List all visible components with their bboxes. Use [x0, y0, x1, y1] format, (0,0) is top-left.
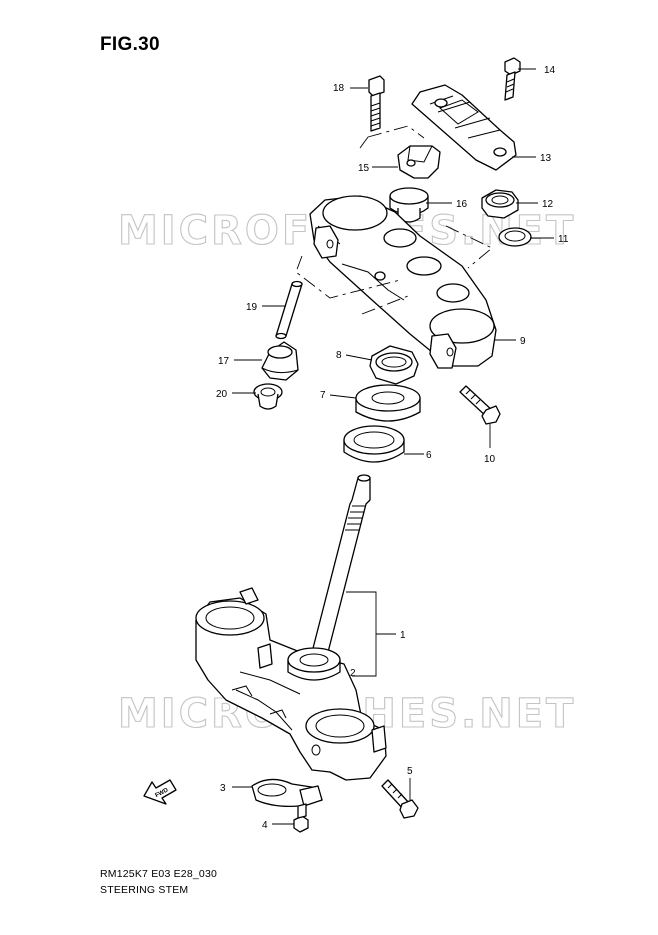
callout-4: 4 — [262, 820, 268, 831]
part-15-lower-holder[interactable] — [397, 145, 441, 179]
part-20-collar[interactable] — [253, 383, 283, 410]
callout-15: 15 — [358, 163, 370, 174]
part-6-bearing[interactable] — [343, 425, 405, 463]
callout-16: 16 — [456, 199, 468, 210]
part-7-dust-seal[interactable] — [355, 384, 421, 422]
figure-title: FIG.30 — [100, 34, 160, 55]
caption-code: RM125K7 E03 E28_030 — [100, 868, 218, 880]
leader-lines — [232, 68, 554, 825]
part-12-stem-nut[interactable] — [481, 189, 519, 219]
part-8-lock-nut[interactable] — [369, 345, 419, 385]
callout-14: 14 — [544, 65, 556, 76]
part-11-washer[interactable] — [498, 227, 532, 247]
callout-3: 3 — [220, 783, 226, 794]
caption-name: STEERING STEM — [100, 884, 189, 896]
alignment-lines — [295, 125, 493, 315]
part-10-bolt[interactable] — [459, 385, 501, 425]
part-4-bolt[interactable] — [293, 803, 309, 833]
callout-1: 1 — [400, 630, 406, 641]
part-9-upper-bracket[interactable] — [309, 195, 497, 369]
callout-20: 20 — [216, 389, 228, 400]
callout-8: 8 — [336, 350, 342, 361]
callout-11: 11 — [558, 234, 569, 245]
callout-2: 2 — [350, 668, 356, 679]
part-3-clamp[interactable] — [251, 778, 323, 808]
callout-18: 18 — [333, 83, 345, 94]
part-18-bolt[interactable] — [368, 75, 385, 132]
callout-5: 5 — [407, 766, 413, 777]
callout-6: 6 — [426, 450, 432, 461]
part-19-pipe[interactable] — [275, 280, 303, 340]
fwd-arrow-icon: FWD — [143, 779, 177, 805]
part-2-lower-bearing[interactable] — [287, 647, 341, 681]
callout-19: 19 — [246, 302, 258, 313]
callouts: 18 14 13 15 16 12 11 9 19 17 20 8 7 6 10… — [216, 65, 569, 831]
part-16-cushion[interactable] — [389, 187, 429, 223]
callout-17: 17 — [218, 356, 230, 367]
callout-7: 7 — [320, 390, 326, 401]
part-5-bolt[interactable] — [381, 779, 419, 819]
callout-13: 13 — [540, 153, 552, 164]
part-13-upper-holder[interactable] — [411, 84, 517, 171]
part-14-bolt[interactable] — [504, 57, 521, 101]
callout-12: 12 — [542, 199, 554, 210]
part-17-cushion[interactable] — [261, 341, 299, 381]
callout-10: 10 — [484, 454, 496, 465]
callout-9: 9 — [520, 336, 526, 347]
